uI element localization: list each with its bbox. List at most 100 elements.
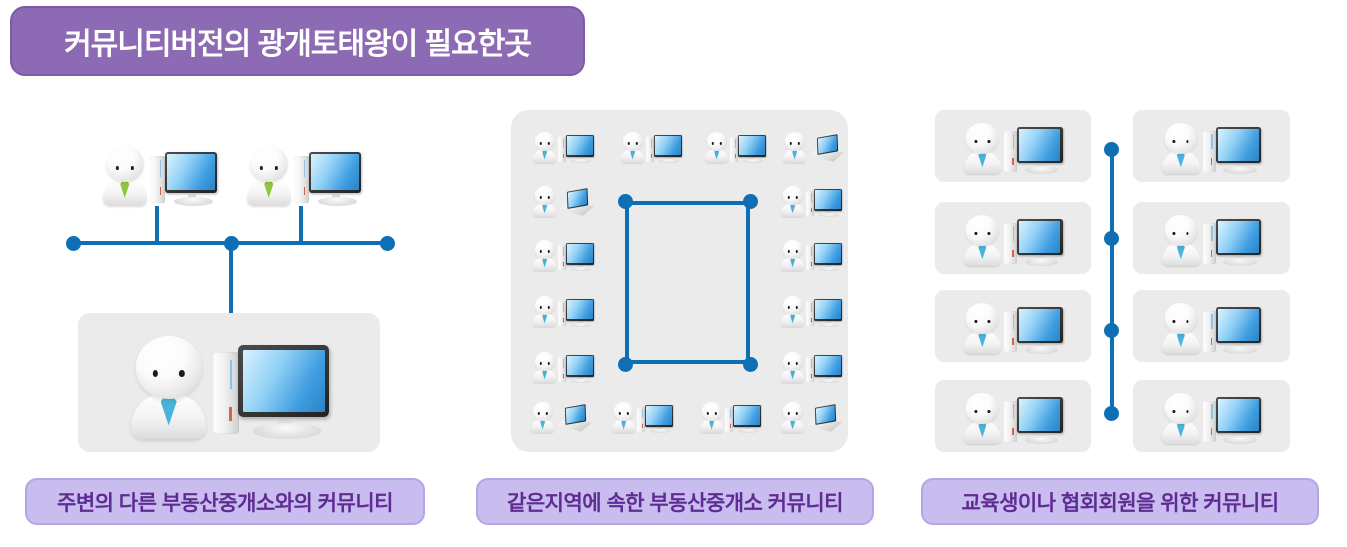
computer-tower [294, 155, 310, 203]
person-eye [626, 412, 629, 415]
person-icon [1162, 392, 1200, 444]
desktop-computer-icon [150, 151, 218, 206]
desktop-computer-icon [1004, 219, 1063, 266]
person-desktop-icon [963, 118, 1064, 174]
person-icon [781, 401, 805, 434]
computer-tower [725, 406, 734, 432]
person-body [783, 148, 807, 164]
person-head [534, 295, 555, 315]
person-body [781, 418, 805, 434]
person-eye [627, 142, 630, 145]
necktie-icon [790, 368, 796, 380]
computer-tower [1004, 222, 1018, 264]
monitor-icon [733, 404, 762, 427]
monitor-base [1024, 436, 1059, 444]
person-eye [274, 166, 278, 171]
computer-tower [806, 190, 815, 216]
person-head [534, 131, 555, 151]
monitor-screen [311, 154, 359, 191]
person-eye [787, 412, 790, 415]
monitor-base [658, 158, 680, 164]
monitor-screen [242, 349, 325, 413]
person-eye [795, 196, 798, 199]
person-eye [1172, 319, 1176, 324]
chain-dot-2 [1104, 231, 1119, 246]
monitor-base [1024, 258, 1059, 266]
person-icon [103, 146, 147, 206]
community-ring [625, 201, 750, 364]
person-eye [539, 306, 542, 309]
chain-dot-1 [1104, 142, 1119, 157]
laptop-icon [558, 187, 594, 217]
necktie-icon [120, 178, 130, 198]
desktop-computer-icon [637, 404, 674, 434]
person-eye [1186, 319, 1189, 324]
person-eye [259, 166, 263, 171]
person-eye [706, 412, 709, 415]
person-body [612, 418, 636, 434]
person-eye [787, 362, 790, 365]
person-icon [247, 146, 291, 206]
ring-corner-dot-br [743, 357, 758, 372]
necktie-icon [542, 312, 548, 324]
desktop-computer-icon [646, 134, 683, 164]
person-eye [987, 231, 991, 236]
caption-member-community: 교육생이나 협회회원을 위한 커뮤니티 [921, 478, 1319, 525]
necktie-icon [790, 256, 796, 268]
person-eye [547, 362, 550, 365]
person-eye [545, 412, 548, 415]
monitor-icon [814, 242, 843, 265]
person-body [621, 148, 645, 164]
person-head [782, 295, 803, 315]
bus-endpoint-dot-right [380, 236, 395, 251]
desktop-computer-icon [806, 354, 843, 384]
person-body [131, 391, 207, 439]
monitor-base [570, 322, 592, 328]
person-desktop-icon [247, 141, 363, 206]
person-eye [1186, 231, 1189, 236]
person-desktop-icon [781, 237, 843, 272]
person-eye [537, 412, 540, 415]
person-icon [1162, 214, 1200, 266]
person-desktop-icon [781, 183, 843, 218]
person-eye [179, 370, 185, 378]
necktie-icon [978, 330, 987, 348]
monitor-screen [167, 154, 215, 191]
person-head [701, 401, 722, 421]
monitor-screen [655, 135, 681, 156]
person-eye [795, 250, 798, 253]
person-desktop-icon [1162, 298, 1262, 354]
person-body [247, 178, 291, 206]
person-body [705, 148, 729, 164]
person-icon [533, 351, 557, 384]
person-eye [635, 142, 638, 145]
desktop-computer-icon [212, 345, 331, 439]
person-eye [152, 370, 159, 378]
person-head [1164, 214, 1198, 246]
monitor-base [1223, 436, 1257, 444]
laptop-icon [556, 403, 592, 433]
monitor-icon [238, 345, 330, 417]
person-head [965, 122, 999, 154]
necktie-icon [790, 202, 796, 214]
monitor-icon [566, 354, 595, 377]
person-eye [974, 409, 978, 414]
person-icon [963, 214, 1002, 266]
necktie-icon [542, 202, 548, 214]
monitor-base [1024, 346, 1059, 354]
computer-tower [637, 406, 646, 432]
person-eye [547, 250, 550, 253]
monitor-screen [815, 355, 841, 376]
laptop-icon [808, 133, 844, 163]
monitor-icon [164, 151, 218, 193]
region-panel [511, 110, 848, 452]
person-desktop-icon [612, 399, 674, 434]
person-eye [130, 166, 134, 171]
monitor-base [1223, 346, 1257, 354]
monitor-base [737, 428, 759, 434]
person-head [965, 214, 999, 246]
person-head [1164, 302, 1198, 334]
person-eye [974, 319, 978, 324]
computer-tower [1202, 222, 1216, 264]
